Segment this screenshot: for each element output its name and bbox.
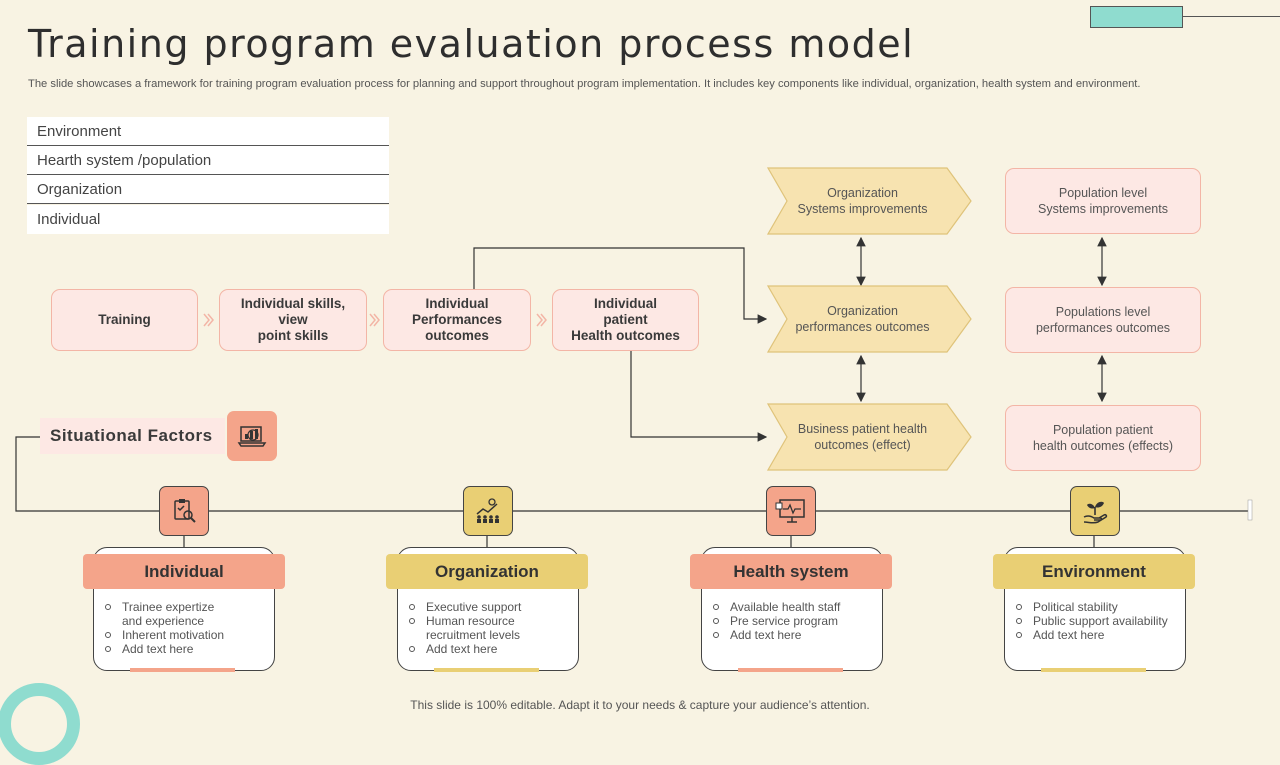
card-environment-list: Political stability Public support avail…	[1015, 600, 1168, 642]
population-patient-health: Population patient health outcomes (effe…	[1005, 405, 1201, 471]
page-subtitle: The slide showcases a framework for trai…	[28, 78, 1141, 90]
list-item: Executive support	[408, 600, 522, 614]
page-title: Training program evaluation process mode…	[28, 22, 915, 66]
situational-factors-label: Situational Factors	[40, 418, 225, 454]
decor-line	[1183, 16, 1280, 17]
process-individual-performance: Individual Performances outcomes	[383, 289, 531, 351]
process-individual-skills: Individual skills, view point skills	[219, 289, 367, 351]
population-performance: Populations level performances outcomes	[1005, 287, 1201, 353]
population-systems: Population level Systems improvements	[1005, 168, 1201, 234]
footer-note: This slide is 100% editable. Adapt it to…	[410, 698, 870, 712]
process-training: Training	[51, 289, 198, 351]
list-item: Add text here	[408, 642, 521, 656]
list-item: Trainee expertize and experience	[104, 600, 224, 628]
legend-environment: Environment	[27, 117, 389, 146]
decor-teal-rect	[1090, 6, 1183, 28]
hand-plant-icon	[1070, 486, 1120, 536]
chevron-org-systems-label: Organization Systems improvements	[797, 186, 928, 216]
connector-lines	[15, 236, 1253, 548]
chevron-business-health: Business patient health outcomes (effect…	[767, 403, 972, 471]
card-individual-title: Individual	[83, 554, 285, 589]
list-item: Human resource recruitment levels	[408, 614, 521, 642]
card-accent	[1041, 668, 1146, 672]
list-item: Add text here	[104, 642, 224, 656]
legend-individual: Individual	[27, 205, 389, 234]
card-environment-title: Environment	[993, 554, 1195, 589]
card-health-system-list: Available health staff Pre service progr…	[712, 600, 840, 642]
legend-organization: Organization	[27, 175, 389, 204]
card-accent	[434, 668, 539, 672]
chevron-org-systems: Organization Systems improvements	[767, 167, 972, 235]
card-health-system-title: Health system	[690, 554, 892, 589]
process-individual-patient-health: Individual patient Health outcomes	[552, 289, 699, 351]
card-organization-title: Organization	[386, 554, 588, 589]
list-item: Pre service program	[712, 614, 840, 628]
card-accent	[130, 668, 235, 672]
chevron-business-health-label: Business patient health outcomes (effect…	[797, 422, 928, 452]
list-item: Political stability	[1016, 600, 1168, 614]
legend-health-system: Hearth system /population	[27, 146, 389, 175]
chevron-org-performance: Organization performances outcomes	[767, 285, 972, 353]
chevron-org-performance-label: Organization performances outcomes	[795, 304, 930, 334]
card-organization-list: Executive support Human resource recruit…	[408, 600, 521, 656]
card-individual-list: Trainee expertize and experience Inheren…	[104, 600, 224, 656]
list-item: Add text here	[1016, 628, 1168, 642]
list-item: Public support availability	[1016, 614, 1168, 628]
card-accent	[738, 668, 843, 672]
clipboard-search-icon	[159, 486, 209, 536]
monitor-health-icon	[766, 486, 816, 536]
list-item: Add text here	[712, 628, 840, 642]
analytics-laptop-icon	[227, 411, 277, 461]
team-growth-icon	[463, 486, 513, 536]
list-item: Available health staff	[712, 600, 841, 614]
list-item: Inherent motivation	[104, 628, 225, 642]
